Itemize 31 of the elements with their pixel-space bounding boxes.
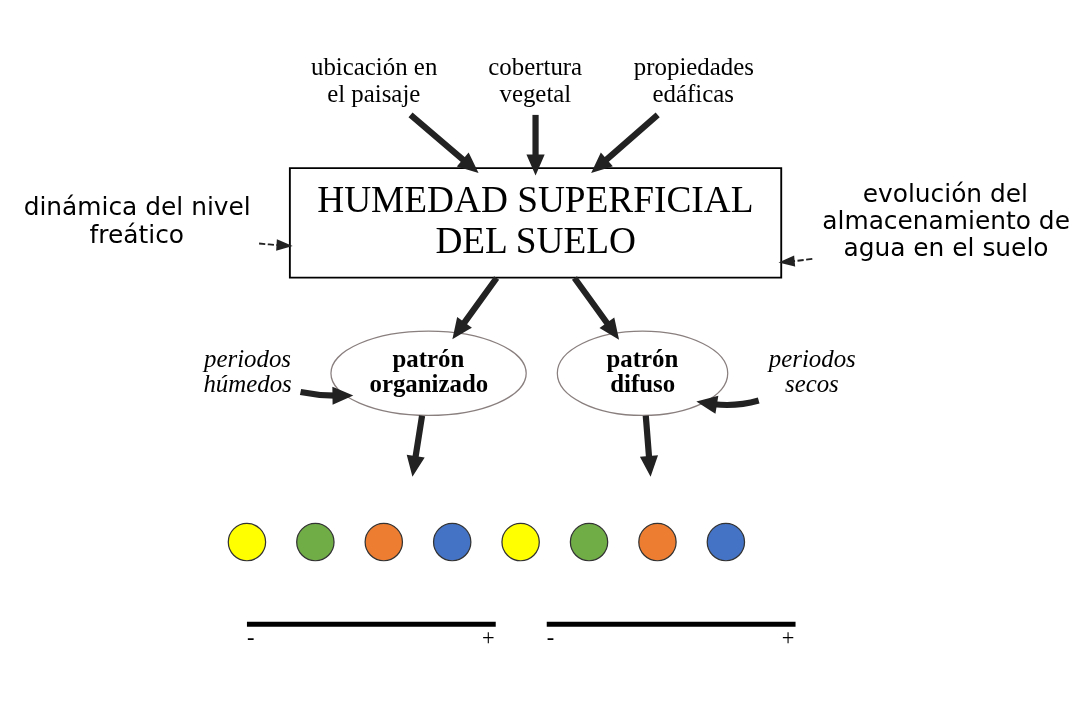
arrow bbox=[299, 386, 354, 405]
node-text: evolución del almacenamiento de agua en el suelo bbox=[822, 178, 1070, 262]
arrow bbox=[778, 254, 814, 267]
node-circle bbox=[569, 522, 609, 561]
arrow bbox=[406, 414, 426, 477]
node-circle bbox=[501, 522, 540, 561]
arrow bbox=[591, 112, 660, 173]
label: - bbox=[546, 624, 555, 650]
label: + bbox=[781, 624, 795, 650]
node-text: ubicación en el paisaje bbox=[311, 52, 438, 107]
arrow bbox=[696, 395, 760, 414]
node-circle bbox=[296, 522, 335, 561]
node-text: cobertura vegetal bbox=[488, 52, 583, 107]
node-text: periodos secos bbox=[768, 344, 856, 397]
arrow bbox=[639, 415, 659, 477]
arrow bbox=[258, 238, 293, 251]
node-circle bbox=[227, 522, 267, 561]
arrow bbox=[408, 112, 479, 173]
label: - bbox=[246, 624, 255, 650]
arrow bbox=[452, 275, 500, 339]
arrow bbox=[526, 114, 545, 175]
node-circle bbox=[706, 522, 746, 561]
node-text: periodos húmedos bbox=[203, 344, 292, 397]
node-text: dinámica del nivel freático bbox=[23, 191, 251, 249]
node-circle bbox=[364, 522, 404, 561]
node-circle bbox=[638, 522, 677, 561]
label: + bbox=[482, 624, 495, 650]
node-circle bbox=[432, 522, 472, 561]
node-box: HUMEDAD SUPERFICIAL DEL SUELO bbox=[288, 166, 783, 279]
arrow bbox=[571, 275, 620, 340]
node-text: propiedades edáficas bbox=[633, 52, 754, 107]
